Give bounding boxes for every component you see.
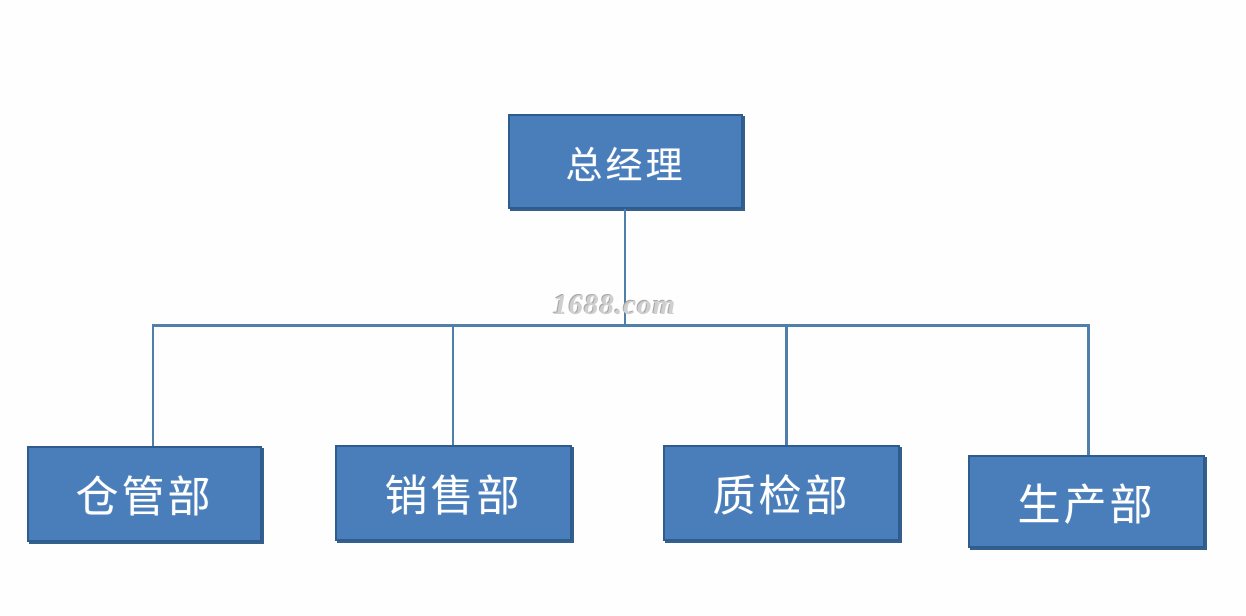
org-node-leaf-1[interactable]: 销售部 [335, 445, 572, 541]
org-node-leaf-2[interactable]: 质检部 [663, 445, 900, 541]
org-node-leaf-3-label: 生产部 [1017, 482, 1156, 530]
connector-horizontal-bus [152, 324, 1090, 327]
connector-drop-leaf-1 [452, 325, 454, 446]
org-node-root-label: 总经理 [565, 145, 686, 187]
org-node-root[interactable]: 总经理 [508, 114, 743, 209]
connector-drop-leaf-0 [152, 325, 154, 447]
connector-root-stem [624, 209, 626, 326]
connector-drop-leaf-3 [1087, 325, 1090, 456]
org-node-leaf-0[interactable]: 仓管部 [27, 446, 262, 542]
watermark-text: 1688.com [553, 289, 677, 321]
org-node-leaf-1-label: 销售部 [384, 474, 523, 521]
org-node-leaf-2-label: 质检部 [712, 474, 851, 521]
connector-drop-leaf-2 [785, 325, 788, 446]
org-node-leaf-0-label: 仓管部 [75, 475, 214, 522]
org-node-leaf-3[interactable]: 生产部 [968, 455, 1205, 548]
